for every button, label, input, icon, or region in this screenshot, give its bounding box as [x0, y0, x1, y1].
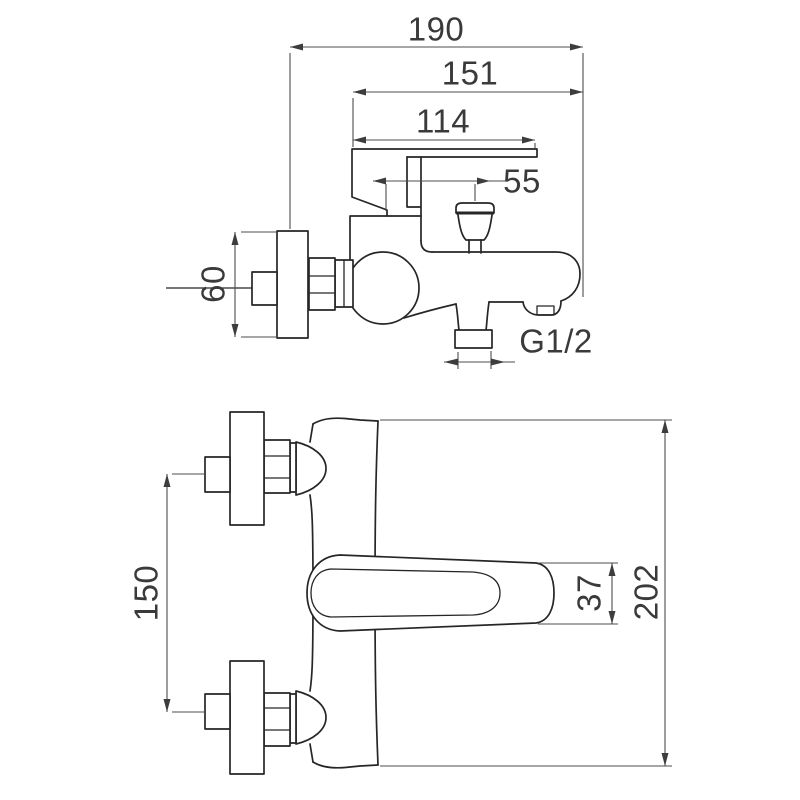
handle-stem: [406, 156, 422, 242]
dim-label-inlet-spacing: 150: [128, 565, 165, 622]
mixer-body-side: [403, 251, 581, 319]
body-edge-top: [312, 417, 379, 425]
union-dome: [295, 690, 327, 745]
wall-escutcheon: [229, 660, 265, 775]
spout-aerator: [536, 305, 555, 316]
body-bottom-edge: [403, 301, 524, 319]
outlet-neck: [455, 301, 490, 331]
dim-lever-length: 114: [353, 103, 536, 148]
body-shoulder: [349, 215, 422, 260]
pipe-stub: [251, 271, 278, 306]
knob-stem: [468, 239, 482, 254]
lever-outline: [306, 554, 555, 632]
lever-top-surface: [310, 568, 501, 618]
dim-body-width: 202: [380, 419, 672, 767]
dim-label-body-width: 202: [628, 564, 665, 621]
side-view: 190 151 114 55: [166, 11, 593, 369]
union-washer: [289, 693, 297, 744]
body-edge-bottom: [312, 761, 379, 769]
top-view: 150 37 202: [128, 411, 672, 775]
hex-nut: [263, 692, 291, 747]
spout-underside: [522, 300, 562, 316]
hex-nut: [308, 257, 336, 311]
handle-lever-top: [306, 554, 555, 632]
knob-body: [457, 214, 493, 241]
handle-lever-plate: [351, 148, 538, 217]
neck-curve: [420, 240, 433, 253]
shower-outlet: [454, 301, 493, 349]
dim-body-depth: 151: [352, 55, 583, 147]
pipe-stub: [204, 456, 231, 493]
handle-assembly: [349, 148, 538, 260]
pipe-stub: [204, 693, 231, 730]
dim-label-total-depth: 190: [408, 11, 465, 48]
union-washer: [289, 442, 297, 493]
wall-escutcheon: [276, 230, 309, 339]
union-dome: [295, 441, 327, 496]
wall-escutcheon: [229, 411, 265, 526]
valve-body-sphere: [346, 251, 420, 325]
inlet-union-bottom: [204, 660, 327, 775]
dim-wall-plate-height: 60: [195, 231, 276, 338]
dim-connection-thread: G1/2: [444, 323, 593, 369]
dim-label-lever-length: 114: [416, 103, 470, 140]
diverter-knob: [455, 202, 495, 254]
dim-label-diverter-offset: 55: [503, 163, 541, 200]
inlet-union-top: [204, 411, 327, 526]
dim-inlet-spacing: 150: [128, 473, 205, 713]
outlet-collar: [454, 329, 493, 349]
wall-mount-side: [166, 230, 354, 339]
hex-nut: [263, 439, 291, 494]
dim-label-lever-width: 37: [571, 574, 608, 612]
dim-total-depth: 190: [289, 11, 584, 297]
dim-diverter-offset: 55: [373, 163, 541, 211]
dim-label-wall-plate-height: 60: [195, 265, 232, 303]
dim-lever-width: 37: [538, 562, 618, 625]
body-top-edge: [431, 251, 581, 302]
dim-label-body-depth: 151: [442, 55, 499, 92]
dim-label-connection-thread: G1/2: [519, 323, 593, 360]
knob-cap: [455, 202, 495, 214]
